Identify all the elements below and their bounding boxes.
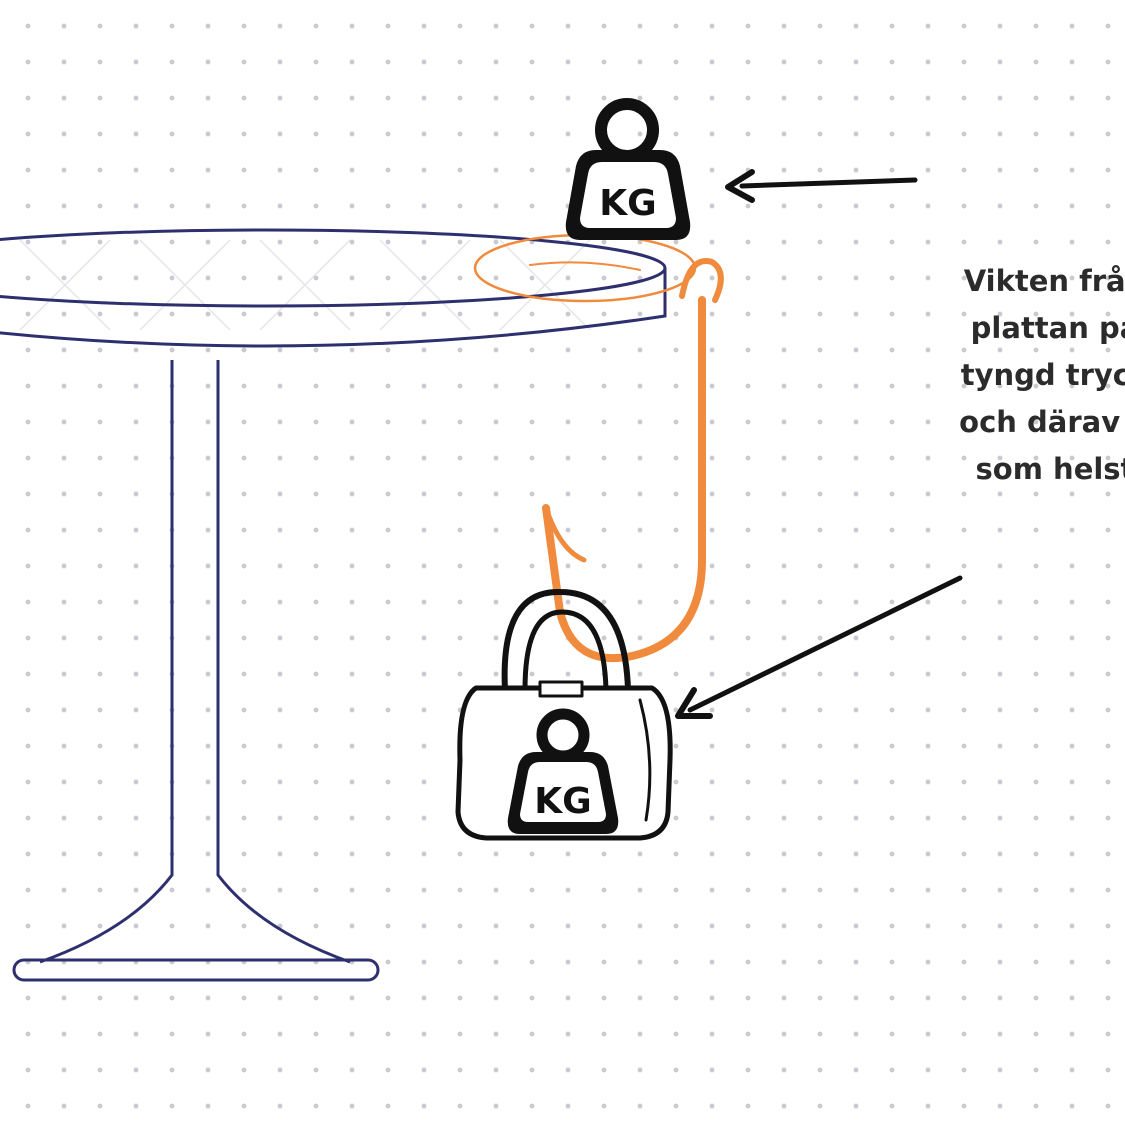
table-foot xyxy=(12,958,380,982)
arrow-bottom xyxy=(675,575,963,719)
table-leg xyxy=(39,360,351,964)
weight-icon-bag: KG xyxy=(507,708,619,834)
hook-plate-highlight xyxy=(529,261,641,271)
caption-text: Vikten från plattan på tyngd tryck och d… xyxy=(925,258,1125,493)
bag-clasp xyxy=(538,680,584,698)
hook-tip xyxy=(543,505,587,563)
watermark-pattern xyxy=(19,239,591,331)
table-top-rim xyxy=(0,268,667,348)
weight-label: KG xyxy=(599,183,656,224)
weight-bag-label: KG xyxy=(534,781,591,822)
weight-icon: KG xyxy=(565,98,691,240)
hook-stem xyxy=(542,296,706,663)
hook-clip xyxy=(679,258,724,303)
caption-line: plattan på xyxy=(970,311,1125,345)
table xyxy=(0,228,667,982)
caption-line: och därav h xyxy=(959,405,1125,439)
caption-line: Vikten från xyxy=(963,264,1125,298)
bag-crease xyxy=(638,698,652,822)
bag-handle-outer xyxy=(501,588,631,693)
caption-line: tyngd tryck xyxy=(960,358,1125,392)
caption-line: som helst xyxy=(975,452,1125,486)
table-top xyxy=(0,228,667,308)
arrow-top xyxy=(725,169,918,203)
table-hook-icon xyxy=(473,233,724,663)
bag-handle-inner xyxy=(522,609,609,693)
